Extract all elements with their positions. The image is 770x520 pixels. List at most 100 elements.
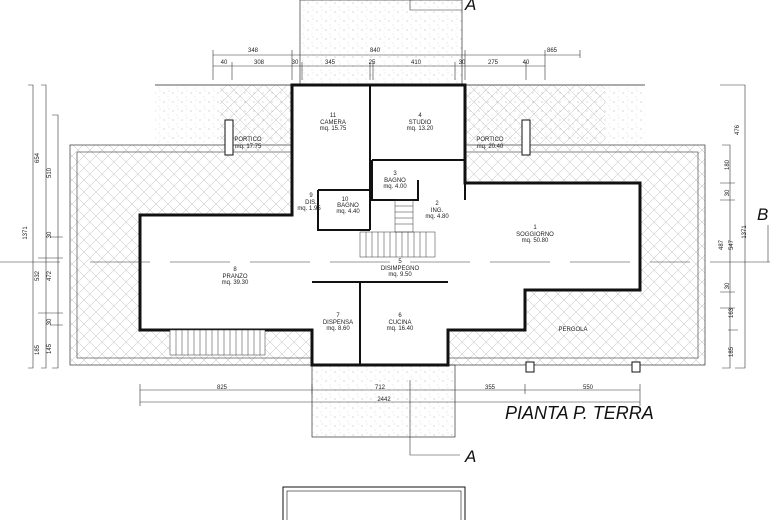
plan-text: mq. 4.40 <box>336 209 360 215</box>
plan-text: 2442 <box>377 397 391 403</box>
plan-text: 345 <box>325 60 336 66</box>
plan-text: 487 <box>719 239 725 250</box>
plan-text: 3 <box>393 171 397 177</box>
plan-text: 1371 <box>742 225 748 239</box>
plan-text: 654 <box>35 152 41 163</box>
plan-text: BAGNO <box>337 203 359 209</box>
plan-text: DIS. <box>305 200 317 206</box>
plan-text: mq. 50.80 <box>522 238 549 244</box>
plan-text: 145 <box>47 343 53 354</box>
plan-text: DISIMPEGNO <box>381 266 420 272</box>
plan-text: PRANZO <box>222 274 247 280</box>
exterior-walls <box>138 83 642 367</box>
plan-text: 2 <box>435 201 439 207</box>
plan-text: 510 <box>47 167 53 178</box>
plan-text: PORTICO <box>476 137 504 143</box>
plan-text: 7 <box>336 313 340 319</box>
section-marker-b: B <box>757 205 768 224</box>
plan-text: 355 <box>485 385 496 391</box>
plan-text: mq. 8.60 <box>326 326 350 332</box>
plan-text: SOGGIORNO <box>516 232 554 238</box>
plan-text: 9 <box>309 193 313 199</box>
plan-text: 348 <box>248 48 259 54</box>
plan-text: 4 <box>418 113 422 119</box>
plan-text: 25 <box>369 60 376 66</box>
plan-text: 8 <box>233 267 237 273</box>
section-marker-a-top: A <box>464 0 476 14</box>
plan-text: 308 <box>254 60 265 66</box>
pergola-label: PERGOLA <box>558 327 587 333</box>
plan-text: STUDIO <box>409 120 432 126</box>
portico-right <box>465 85 605 155</box>
plan-text: CUCINA <box>388 320 411 326</box>
plan-text: mq. 9.50 <box>388 272 412 278</box>
plan-text: 550 <box>583 385 594 391</box>
plan-text: mq. 13.20 <box>407 126 434 132</box>
plan-text: 10 <box>342 197 349 203</box>
plan-text: 30 <box>47 231 53 238</box>
plan-text: 163 <box>729 307 735 318</box>
plan-text: 275 <box>488 60 499 66</box>
plan-text: 1 <box>533 225 537 231</box>
plan-text: DISPENSA <box>323 320 353 326</box>
plan-text: 6 <box>398 313 402 319</box>
plan-text: 472 <box>47 270 53 281</box>
next-plan-frame <box>282 486 466 520</box>
plan-text: 840 <box>370 48 381 54</box>
plan-text: 547 <box>729 239 735 250</box>
plan-text: mq. 4.80 <box>425 214 449 220</box>
plan-text: 410 <box>411 60 422 66</box>
plan-title: PIANTA P. TERRA <box>505 403 654 423</box>
plan-text: 185 <box>729 346 735 357</box>
plan-text: CAMERA <box>320 120 346 126</box>
dimensions-bottom: 825 712 355 550 2442 <box>139 384 641 406</box>
plan-text: 180 <box>725 159 731 170</box>
plan-text: ING. <box>431 208 444 214</box>
garden-bottom <box>311 364 456 438</box>
plan-text: 30 <box>292 60 299 66</box>
plan-text: 30 <box>459 60 466 66</box>
plan-text: 185 <box>35 344 41 355</box>
plan-text: 532 <box>35 270 41 281</box>
plan-text: mq. 1.95 <box>297 206 321 212</box>
garden-top <box>299 0 463 86</box>
plan-text: 865 <box>547 48 558 54</box>
plan-text: mq. 17.75 <box>235 144 262 150</box>
dimensions-right: 476 180 30 487 547 1371 30 163 185 <box>719 84 748 369</box>
staircase <box>169 199 436 356</box>
plan-text: 825 <box>217 385 228 391</box>
plan-text: BAGNO <box>384 178 406 184</box>
dimensions-left: 1371 654 510 30 532 472 30 185 145 <box>23 84 63 369</box>
plan-text: PORTICO <box>234 137 262 143</box>
plan-text: 5 <box>398 259 402 265</box>
plan-text: mq. 20.40 <box>477 144 504 150</box>
plan-text: mq. 4.00 <box>383 184 407 190</box>
plan-text: 40 <box>221 60 228 66</box>
plan-text: mq. 16.40 <box>387 326 414 332</box>
section-marker-a-bottom: A <box>464 447 476 466</box>
plan-text: 476 <box>735 124 741 135</box>
plan-text: 30 <box>725 282 731 289</box>
plan-text: 11 <box>330 113 337 119</box>
dimensions-top: 348 840 865 40 308 30 345 25 410 30 275 … <box>212 48 581 80</box>
plan-text: 1371 <box>23 226 29 240</box>
plan-text: 30 <box>725 189 731 196</box>
plan-text: 30 <box>47 318 53 325</box>
plan-text: 40 <box>523 60 530 66</box>
plan-text: mq. 15.75 <box>320 126 347 132</box>
plan-text: 712 <box>375 385 386 391</box>
